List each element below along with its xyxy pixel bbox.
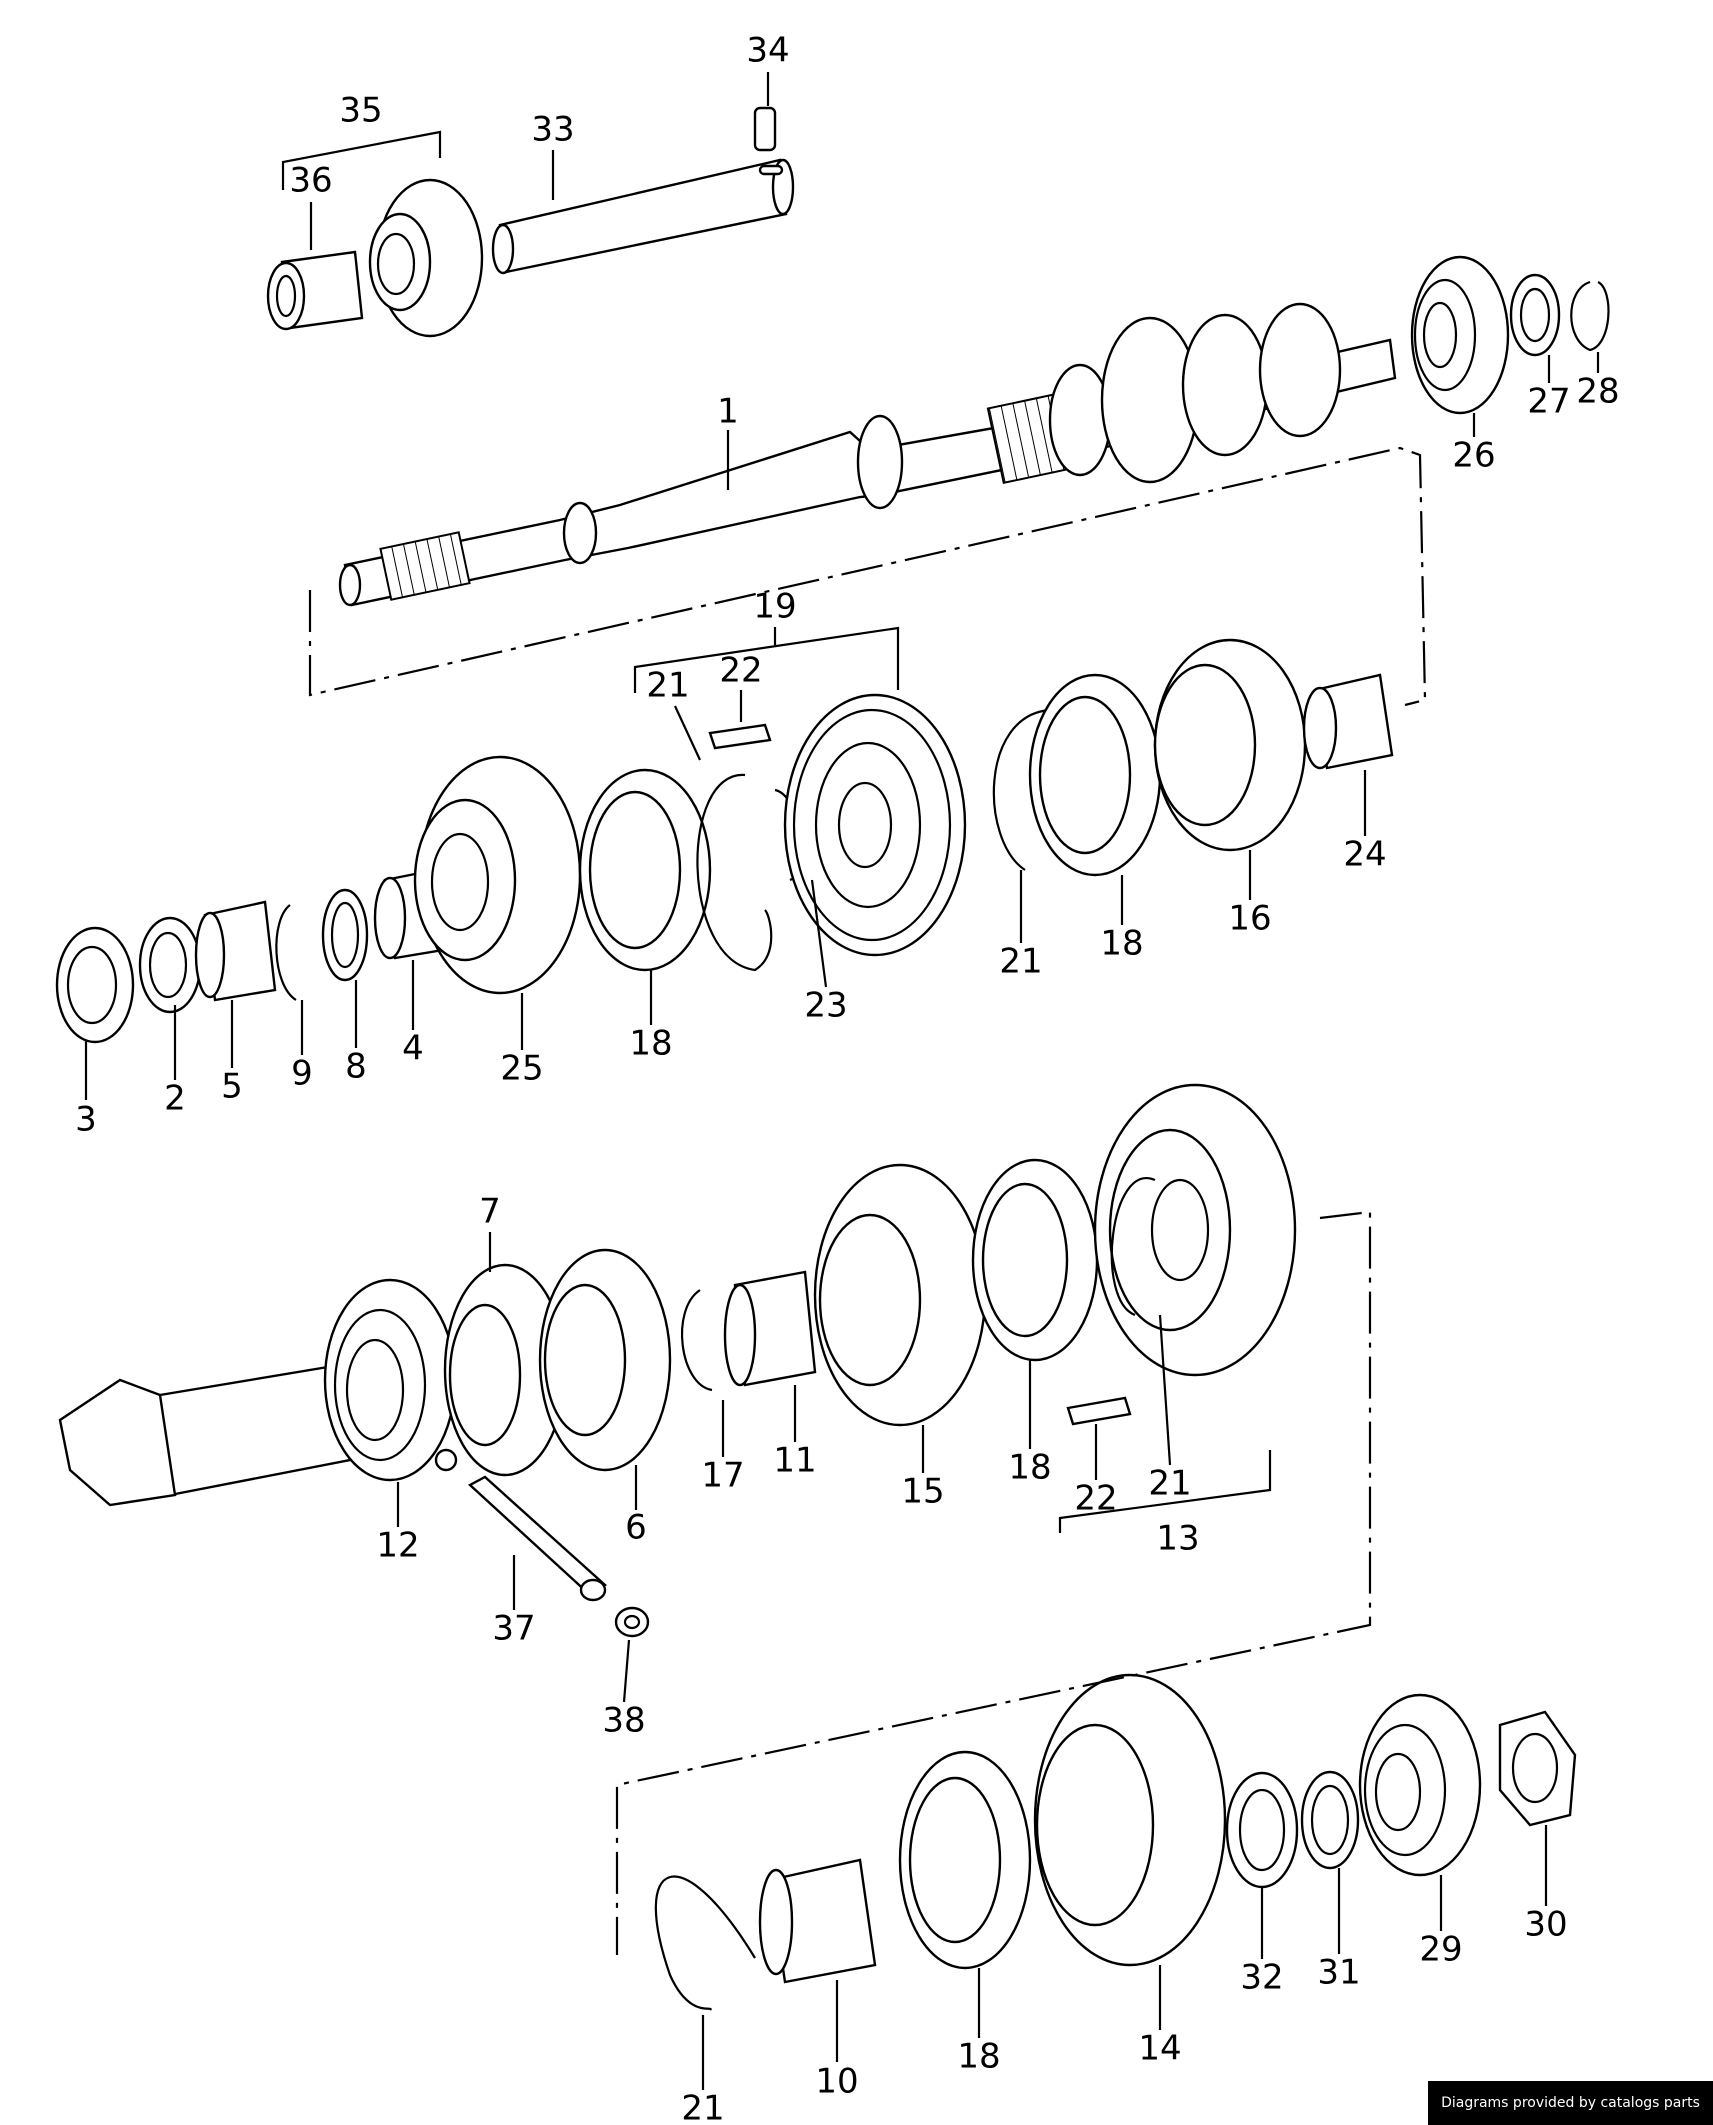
part-21-spring [696, 773, 773, 972]
callout-18: 18 [629, 1024, 672, 1064]
part-5-needle-bearing [194, 900, 277, 1002]
callout-10: 10 [815, 2062, 858, 2102]
part-37-bolt [434, 1448, 607, 1602]
callout-9: 9 [291, 1054, 313, 1094]
part-33-shaft [491, 158, 795, 275]
bracket-19 [633, 626, 900, 693]
callout-26: 26 [1452, 436, 1495, 476]
callout-4: 4 [402, 1029, 424, 1069]
callout-3: 3 [75, 1100, 97, 1140]
part-21-spring-4 [654, 1875, 756, 2011]
part-22-key-2 [1066, 1396, 1132, 1426]
callout-31: 31 [1317, 1953, 1360, 1993]
callout-1: 1 [717, 392, 739, 432]
callout-8: 8 [345, 1047, 367, 1087]
callout-18: 18 [1100, 924, 1143, 964]
callout-36: 36 [289, 161, 332, 201]
callout-27: 27 [1527, 382, 1570, 422]
part-8-washer [321, 888, 369, 982]
alignment-line-2 [615, 1210, 1372, 1955]
callout-21: 21 [681, 2089, 724, 2125]
callout-5: 5 [221, 1067, 243, 1107]
callout-37: 37 [492, 1609, 535, 1649]
part-18-synchro-ring [578, 768, 712, 972]
part-18-synchro-ring-2 [1028, 673, 1162, 877]
callout-7: 7 [479, 1192, 501, 1232]
part-17-circlip [681, 1289, 713, 1392]
part-pinion-shaft [58, 1363, 352, 1507]
leader-lines [84, 72, 1600, 2090]
part-1-mainshaft [338, 302, 1397, 607]
callout-16: 16 [1228, 899, 1271, 939]
callout-2: 2 [164, 1079, 186, 1119]
part-11-needle-bearing [723, 1270, 817, 1387]
callout-24: 24 [1343, 835, 1386, 875]
part-25-gear [413, 755, 582, 995]
part-36-sleeve [266, 250, 364, 331]
callout-29: 29 [1419, 1930, 1462, 1970]
part-14-gear [1033, 1673, 1227, 1967]
credit-banner: Diagrams provided by catalogs parts [1428, 2081, 1713, 2125]
part-38-washer [614, 1606, 650, 1638]
callout-17: 17 [701, 1456, 744, 1496]
part-18-synchro-ring-3 [971, 1158, 1099, 1362]
callout-21: 21 [646, 666, 689, 706]
part-21-spring-2 [992, 708, 1051, 871]
part-24-needle-bearing [1302, 673, 1394, 770]
credit-text: Diagrams provided by catalogs parts [1441, 2095, 1700, 2111]
part-2-race [138, 916, 202, 1014]
part-19-synchro-hub [783, 693, 967, 957]
part-34-pin [753, 106, 777, 152]
part-21-spring-3 [1110, 1176, 1156, 1317]
callout-19: 19 [753, 587, 796, 627]
callout-21: 21 [999, 942, 1042, 982]
part-18-synchro-ring-4 [898, 1750, 1032, 1970]
callout-13: 13 [1156, 1519, 1199, 1559]
part-6-gear [538, 1248, 672, 1472]
callout-21: 21 [1148, 1464, 1191, 1504]
part-9-circlip [275, 904, 297, 1001]
part-3-race [55, 926, 135, 1044]
callout-35: 35 [339, 91, 382, 131]
callout-11: 11 [773, 1441, 816, 1481]
part-10-needle-bearing [758, 1858, 877, 1984]
bracket-35 [281, 130, 442, 190]
callout-14: 14 [1138, 2029, 1181, 2069]
callout-38: 38 [602, 1701, 645, 1741]
callout-18: 18 [957, 2037, 1000, 2077]
callout-18: 18 [1008, 1448, 1051, 1488]
part-27-washer [1509, 273, 1561, 357]
callout-32: 32 [1240, 1958, 1283, 1998]
callout-22: 22 [719, 651, 762, 691]
part-13-synchro-hub [1093, 1083, 1297, 1377]
part-16-gear [1153, 638, 1307, 852]
alignment-line-1 [308, 446, 1427, 707]
callout-34: 34 [746, 31, 789, 71]
part-32-washer [1225, 1771, 1299, 1889]
part-22-key [708, 723, 772, 750]
callout-25: 25 [500, 1049, 543, 1089]
part-30-nut [1498, 1710, 1577, 1827]
callout-12: 12 [376, 1526, 419, 1566]
part-29-bearing [1358, 1693, 1482, 1877]
part-15-gear [813, 1163, 987, 1427]
bracket-13 [1058, 1450, 1272, 1533]
callout-33: 33 [531, 110, 574, 150]
part-26-bearing [1410, 255, 1510, 415]
callout-22: 22 [1074, 1479, 1117, 1519]
part-7-gear [443, 1263, 567, 1477]
part-31-washer [1300, 1770, 1360, 1870]
callout-30: 30 [1524, 1905, 1567, 1945]
part-35-gear [368, 178, 484, 338]
callout-15: 15 [901, 1472, 944, 1512]
part-28-circlip [1570, 280, 1610, 352]
callout-6: 6 [625, 1508, 647, 1548]
callout-28: 28 [1576, 372, 1619, 412]
part-12-bearing [323, 1278, 457, 1482]
callout-23: 23 [804, 986, 847, 1026]
